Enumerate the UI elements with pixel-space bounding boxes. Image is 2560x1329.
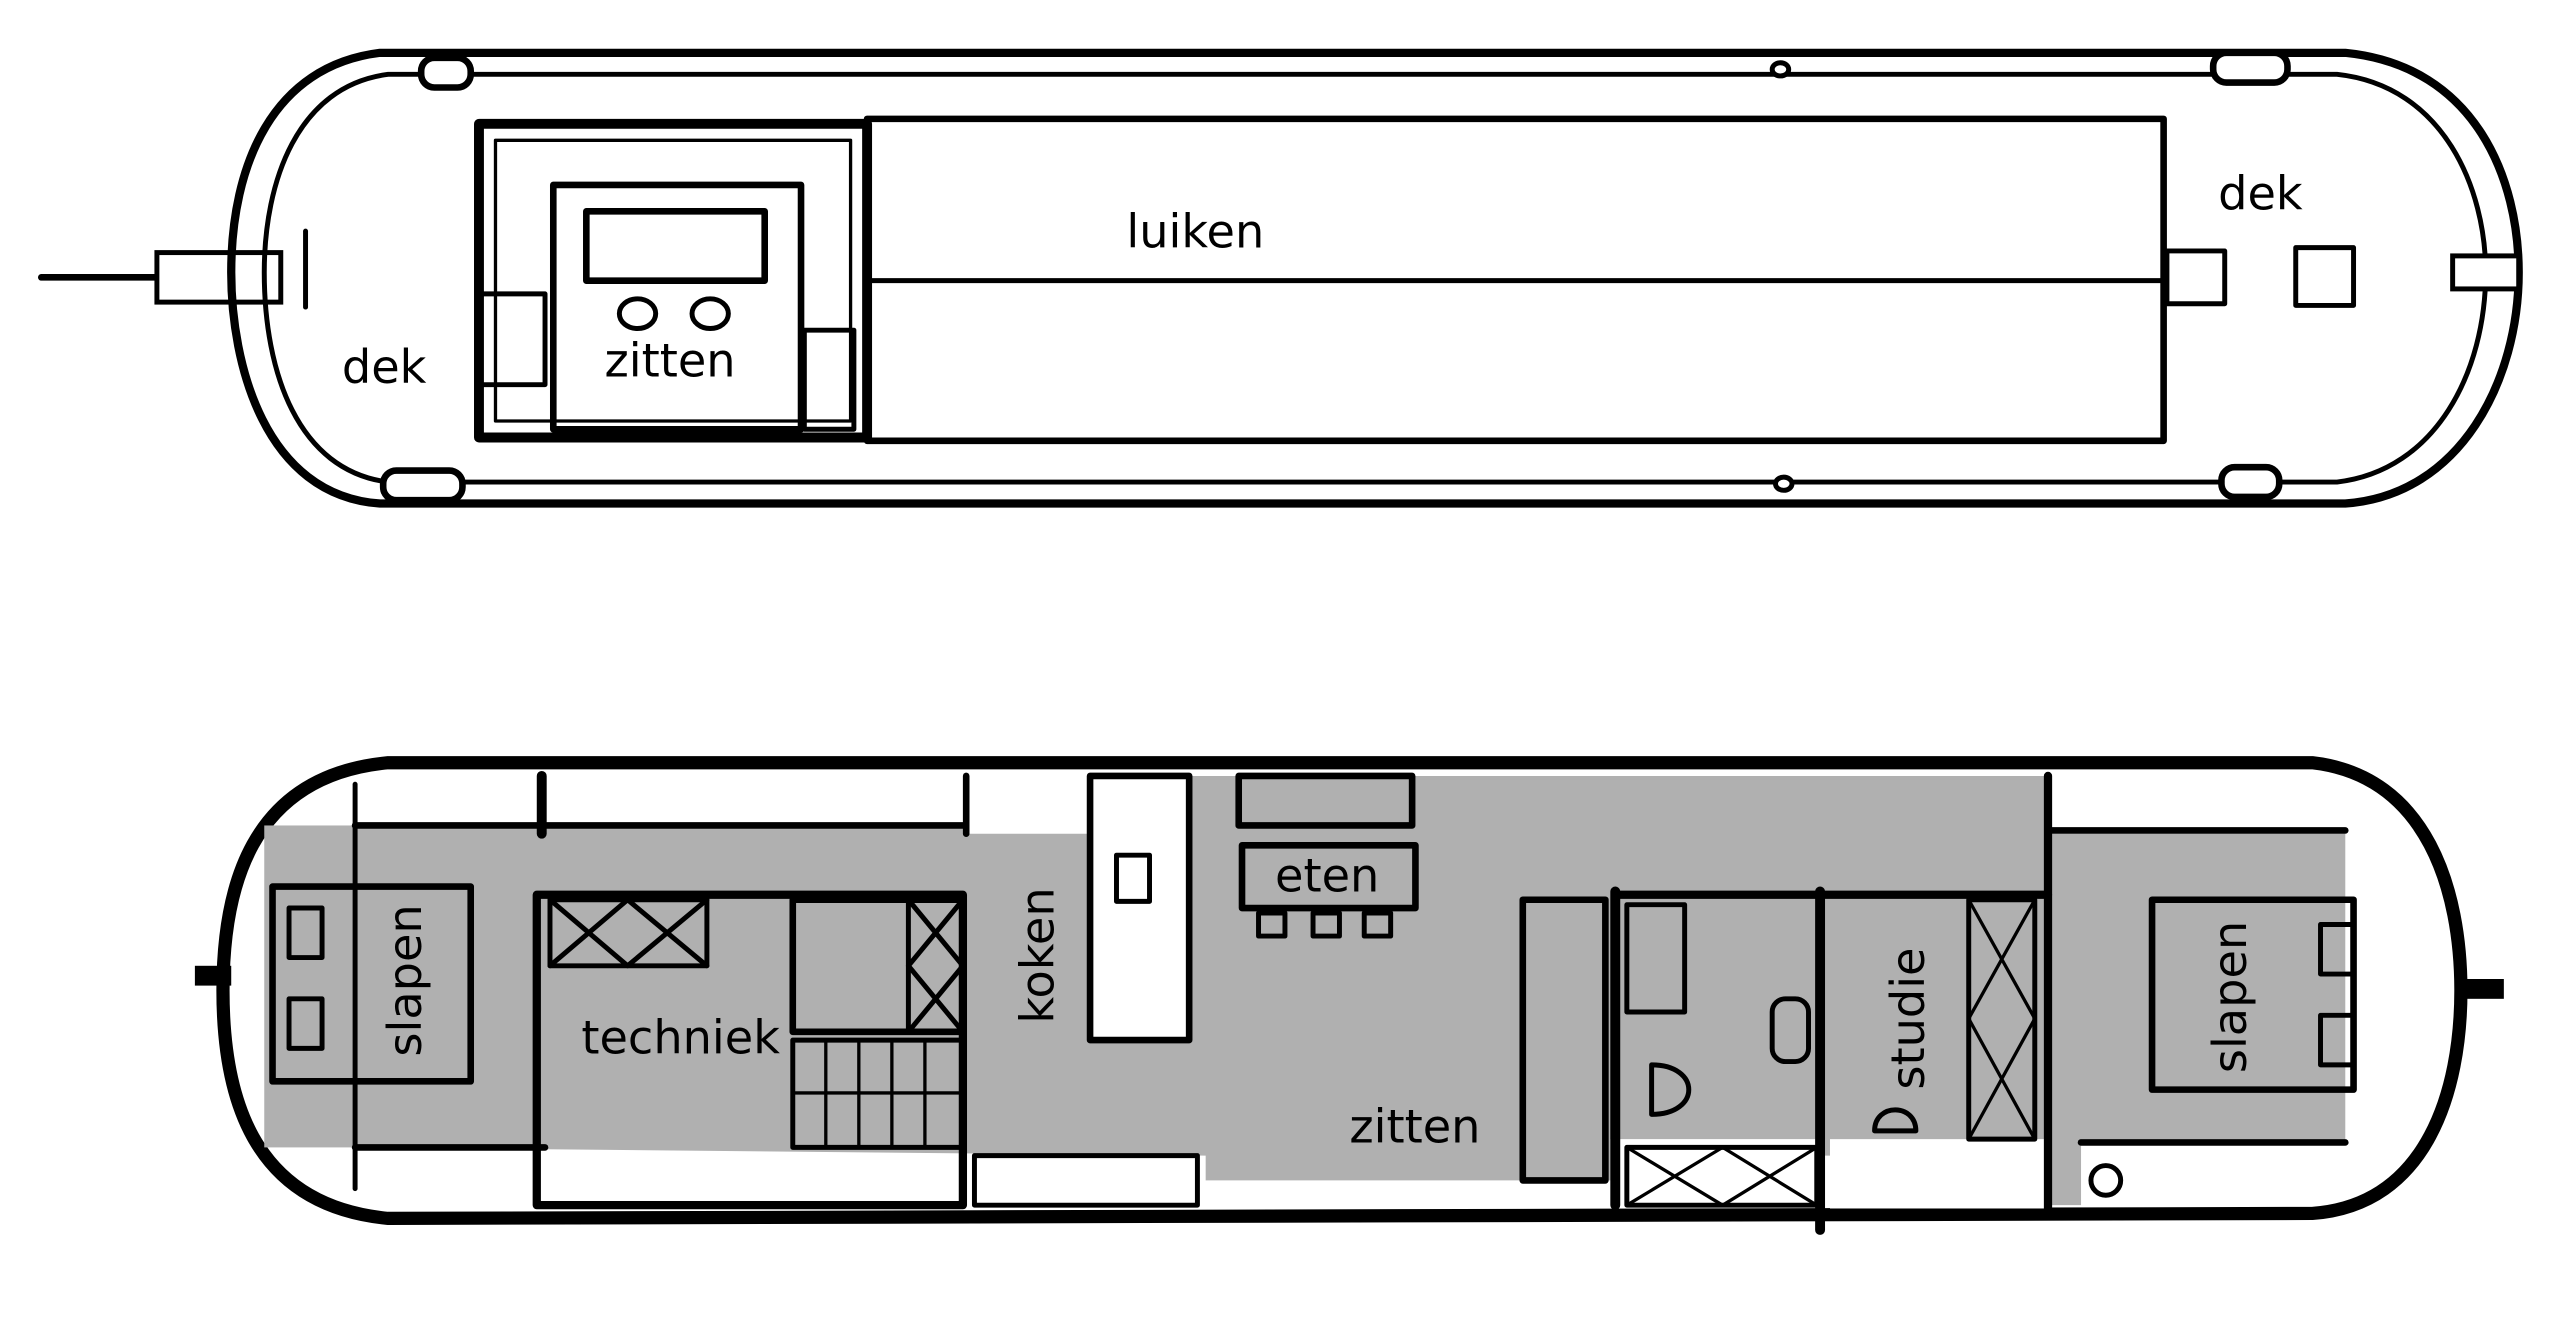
stern-fitting	[2450, 253, 2522, 292]
kitchen-counter	[1086, 772, 1193, 1044]
label-hatches: luiken	[1126, 205, 1264, 259]
closet	[1519, 896, 1609, 1184]
storage-cross-lines	[1625, 1145, 1819, 1207]
pillow-icon	[286, 905, 325, 961]
deck-plan: dek zitten luiken dek	[37, 48, 2523, 508]
label-sitting-top: zitten	[604, 333, 735, 387]
label-technical: techniek	[581, 1010, 780, 1064]
label-cooking: koken	[1011, 887, 1065, 1023]
label-dining: eten	[1275, 849, 1379, 903]
label-sleeping-left: slapen	[378, 904, 432, 1056]
pillow-icon	[286, 996, 325, 1051]
stair-treads	[791, 1038, 965, 1150]
cabinet-cross	[905, 897, 966, 1035]
bollard-icon	[379, 467, 466, 504]
storage-cross-lines	[547, 897, 710, 969]
bollard-icon	[417, 54, 475, 91]
floor-area	[355, 775, 2346, 1206]
shower	[1624, 902, 1688, 1015]
bowsprit-box-left	[154, 250, 284, 305]
bed-left	[269, 883, 475, 1085]
plant-icon	[2088, 1163, 2124, 1198]
bollard-icon	[2209, 49, 2291, 86]
label-deck-right: dek	[2218, 167, 2303, 221]
chair-icon	[1872, 1107, 1919, 1134]
deck-surface	[261, 71, 2489, 485]
dining-table	[1238, 841, 1419, 912]
floor-plan: slapen techniek koken eten zitten studie	[194, 756, 2504, 1235]
table	[583, 208, 768, 284]
cleat-icon	[1773, 474, 1795, 493]
label-sleeping-right: slapen	[2203, 921, 2257, 1073]
wheelhouse-inner	[493, 138, 853, 423]
floor-bow	[264, 825, 356, 1148]
wardrobe-cross	[1967, 898, 2037, 1141]
label-deck-left: dek	[342, 340, 427, 394]
cleat-icon	[1769, 60, 1792, 79]
bench	[1235, 772, 1416, 829]
toilet-icon	[1649, 1062, 1692, 1117]
hull-outline-bottom	[216, 756, 2468, 1225]
wall-cabinet	[971, 1153, 1200, 1208]
study-floor-white	[1829, 1139, 2045, 1209]
deck-hatch-small	[2164, 248, 2228, 307]
pillow-icon	[2318, 1012, 2357, 1068]
chair-icon	[1256, 910, 1288, 939]
stairs-right	[801, 327, 857, 432]
stern-fitting-bottom	[2457, 979, 2504, 999]
storage-cross	[1624, 1144, 1820, 1208]
bollard-icon	[2218, 463, 2283, 501]
pillow-icon	[2318, 922, 2357, 977]
label-sitting-bottom: zitten	[1349, 1099, 1480, 1153]
sink-icon	[1114, 852, 1152, 904]
chair-icon	[1310, 910, 1342, 939]
seat-icon	[616, 296, 659, 332]
deck-hatch-small	[2293, 245, 2357, 308]
stairs-left	[476, 291, 548, 388]
hull-outline-top	[227, 48, 2523, 508]
seating-area	[549, 181, 805, 433]
sink-icon	[1769, 996, 1811, 1065]
seat-icon	[689, 296, 731, 332]
bollard-icons	[379, 49, 2291, 504]
chair-icon	[1361, 910, 1394, 939]
label-study: studie	[1881, 948, 1935, 1090]
bed-right	[2148, 896, 2357, 1093]
